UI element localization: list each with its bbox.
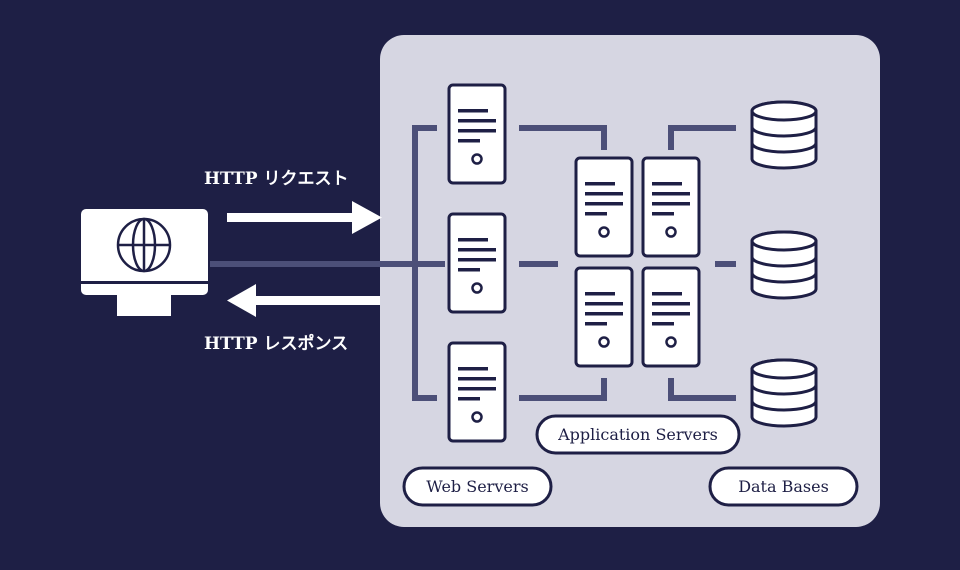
web-servers-column bbox=[447, 83, 507, 443]
globe-icon bbox=[116, 217, 172, 273]
web-server-icon bbox=[447, 212, 507, 314]
data-bases-label: Data Bases bbox=[738, 477, 829, 496]
response-label: HTTP レスポンス bbox=[204, 333, 348, 354]
connector-lines bbox=[210, 125, 736, 401]
app-server-icon bbox=[641, 156, 701, 258]
client-monitor-icon bbox=[81, 209, 208, 320]
web-servers-pill: Web Servers bbox=[402, 466, 553, 507]
web-server-icon bbox=[447, 341, 507, 443]
application-servers-pill: Application Servers bbox=[535, 414, 741, 455]
database-icon bbox=[750, 358, 818, 428]
request-label: HTTP リクエスト bbox=[204, 169, 348, 189]
request-arrow bbox=[227, 201, 382, 234]
application-servers-label: Application Servers bbox=[557, 425, 718, 444]
databases-column bbox=[750, 100, 818, 428]
app-server-icon bbox=[574, 266, 634, 368]
database-icon bbox=[750, 100, 818, 170]
app-server-icon bbox=[641, 266, 701, 368]
response-arrow bbox=[227, 284, 380, 317]
app-server-icon bbox=[574, 156, 634, 258]
database-icon bbox=[750, 230, 818, 300]
web-server-icon bbox=[447, 83, 507, 185]
web-servers-label: Web Servers bbox=[426, 477, 528, 496]
data-bases-pill: Data Bases bbox=[708, 466, 859, 507]
